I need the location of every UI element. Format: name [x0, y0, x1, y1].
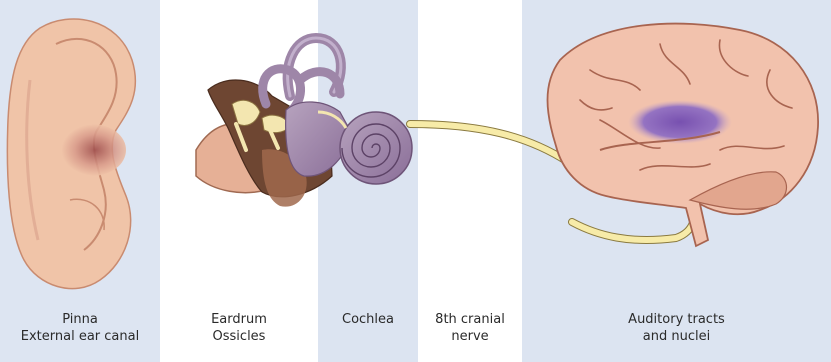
- caption-line-1: Pinna: [0, 311, 160, 328]
- caption-nerve: 8th cranial nerve: [418, 311, 522, 345]
- caption-brain: Auditory tracts and nuclei: [522, 311, 831, 345]
- caption-line-2: Ossicles: [160, 328, 318, 345]
- caption-pinna: Pinna External ear canal: [0, 311, 160, 345]
- caption-middle-ear: Eardrum Ossicles: [160, 311, 318, 345]
- caption-line-2: nerve: [418, 328, 522, 345]
- pinna-drawing: [7, 19, 135, 289]
- caption-line-2: External ear canal: [0, 328, 160, 345]
- caption-line-1: Eardrum: [160, 311, 318, 328]
- caption-line-1: Auditory tracts: [522, 311, 831, 328]
- caption-line-1: Cochlea: [318, 311, 418, 328]
- caption-line-1: 8th cranial: [418, 311, 522, 328]
- caption-cochlea: Cochlea: [318, 311, 418, 328]
- caption-line-2: and nuclei: [522, 328, 831, 345]
- brain-drawing: [548, 24, 819, 246]
